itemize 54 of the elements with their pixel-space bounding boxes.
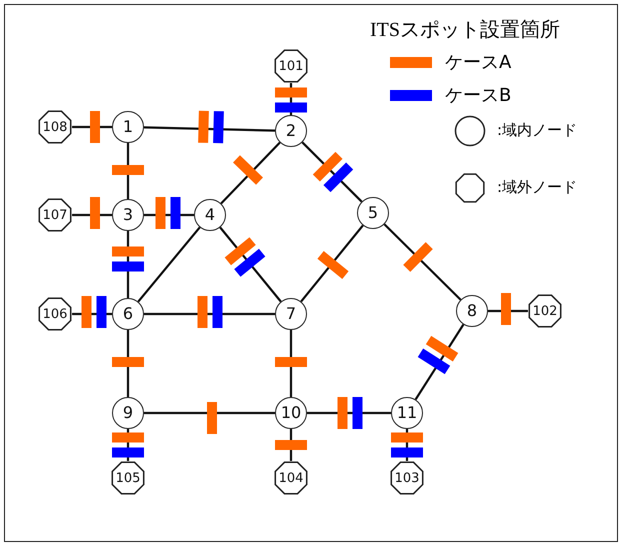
legend-label: ケースB <box>445 84 512 107</box>
internal-node-circle <box>357 197 389 229</box>
internal-node-circle <box>456 295 488 327</box>
node-number: 7 <box>286 306 296 322</box>
node-number: 6 <box>122 306 134 322</box>
node-number: 9 <box>122 405 134 421</box>
external-node-octagon <box>527 293 563 329</box>
internal-node-circle <box>194 199 226 231</box>
node-number: 2 <box>286 123 296 139</box>
connector-line <box>384 223 462 301</box>
legend-title: ITSスポット設置箇所 <box>370 18 560 43</box>
node-number: 3 <box>122 207 134 223</box>
external-node-octagon <box>273 48 309 84</box>
external-node-octagon <box>37 197 73 233</box>
node-number: 107 <box>42 208 68 222</box>
external-node-octagon <box>389 460 425 496</box>
node-number: 8 <box>466 303 478 319</box>
connector-line <box>144 126 276 132</box>
internal-node-circle <box>112 111 144 143</box>
internal-node-circle <box>275 397 307 429</box>
external-node-octagon <box>273 460 309 496</box>
external-node-octagon <box>37 109 73 145</box>
node-number: 105 <box>116 472 140 484</box>
connector-line <box>126 330 130 397</box>
internal-node-circle <box>391 397 423 429</box>
legend-label: ケースA <box>445 51 512 74</box>
connector-line <box>290 330 292 397</box>
connector-line <box>144 312 275 316</box>
internal-node-circle <box>112 298 144 330</box>
internal-node-circle <box>112 397 144 429</box>
node-number: 11 <box>396 405 418 421</box>
node-number: 104 <box>278 472 304 484</box>
internal-node-circle <box>275 115 307 147</box>
node-number: 102 <box>532 304 558 318</box>
node-number: 10 <box>280 405 302 421</box>
connector-line <box>137 226 201 302</box>
connector-line <box>144 412 275 414</box>
connector-line <box>219 226 282 302</box>
legend-label: :域内ノード <box>497 121 578 140</box>
connector-line <box>126 143 130 199</box>
internal-node-circle <box>275 298 307 330</box>
internal-node-circle <box>112 199 144 231</box>
node-number: 106 <box>42 308 68 320</box>
external-node-octagon <box>37 296 73 332</box>
node-number: 101 <box>278 60 304 72</box>
external-node-octagon <box>110 460 146 496</box>
legend-label: :域外ノード <box>497 178 578 197</box>
node-number: 1 <box>122 119 134 135</box>
node-number: 4 <box>204 207 216 223</box>
connector-line <box>300 224 364 302</box>
node-number: 103 <box>394 472 420 484</box>
node-number: 5 <box>368 205 378 221</box>
connector-line <box>220 142 281 204</box>
node-number: 108 <box>42 120 68 134</box>
